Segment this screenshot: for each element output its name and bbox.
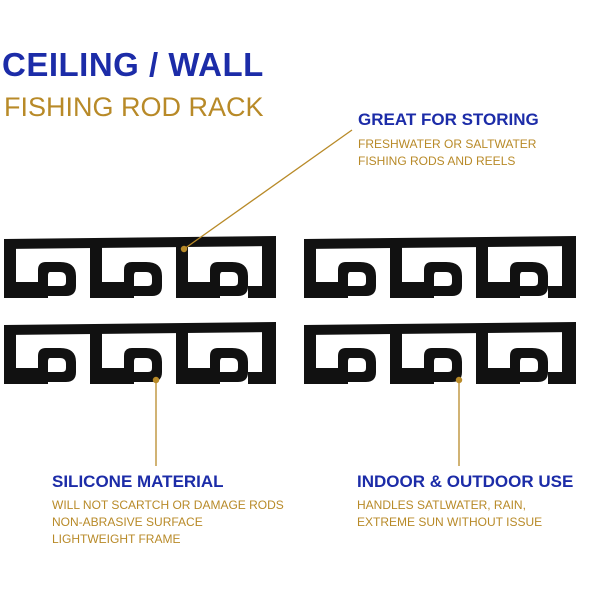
rack-bracket-top-right [304,236,576,298]
rack-hook [390,246,462,298]
rack-hook [4,246,76,298]
rack-bracket-bottom-left [4,322,276,384]
callout-outdoor-line: EXTREME SUN WITHOUT ISSUE [357,515,543,529]
rack-rail [4,236,276,249]
rack-hook [90,332,162,384]
rack-hook [304,246,376,298]
rack-end-post [548,330,576,384]
rack-end-post [548,244,576,298]
rack-bracket-bottom-right [304,322,576,384]
rack-group [4,236,576,384]
rack-end-post [248,244,276,298]
rack-hook [304,332,376,384]
rack-hook [390,332,462,384]
callout-outdoor: INDOOR & OUTDOOR USE HANDLES SATLWATER, … [357,472,573,531]
rack-rail [304,322,576,335]
callout-material-line: LIGHTWEIGHT FRAME [52,532,181,546]
page-subtitle: FISHING ROD RACK [4,92,264,122]
rack-hook [176,246,248,298]
rack-hook [176,332,248,384]
rack-rail [4,322,276,335]
callout-outdoor-heading: INDOOR & OUTDOOR USE [357,472,574,491]
callout-storing-line: FRESHWATER OR SALTWATER [358,137,537,151]
callout-storing-line: FISHING RODS AND REELS [358,154,516,168]
rack-hook [4,332,76,384]
callout-material-line: NON-ABRASIVE SURFACE [52,515,203,529]
callout-material-heading: SILICONE MATERIAL [52,472,224,491]
rack-hook [476,332,548,384]
leader-line-storing [183,129,353,250]
rack-bracket-top-left [4,236,276,298]
leader-dot-storing [180,245,188,253]
callout-outdoor-line: HANDLES SATLWATER, RAIN, [357,498,526,512]
rack-hook [476,246,548,298]
callout-storing: GREAT FOR STORING FRESHWATER OR SALTWATE… [358,110,539,170]
rack-rail [304,236,576,249]
callout-material: SILICONE MATERIAL WILL NOT SCARTCH OR DA… [52,472,284,548]
callout-leaders [152,129,463,466]
callout-material-line: WILL NOT SCARTCH OR DAMAGE RODS [52,498,284,512]
rack-end-post [248,330,276,384]
leader-dot-material [152,376,160,384]
leader-dot-outdoor [455,376,463,384]
page-title: CEILING / WALL [2,46,264,83]
callout-storing-heading: GREAT FOR STORING [358,110,539,129]
rack-hook [90,246,162,298]
